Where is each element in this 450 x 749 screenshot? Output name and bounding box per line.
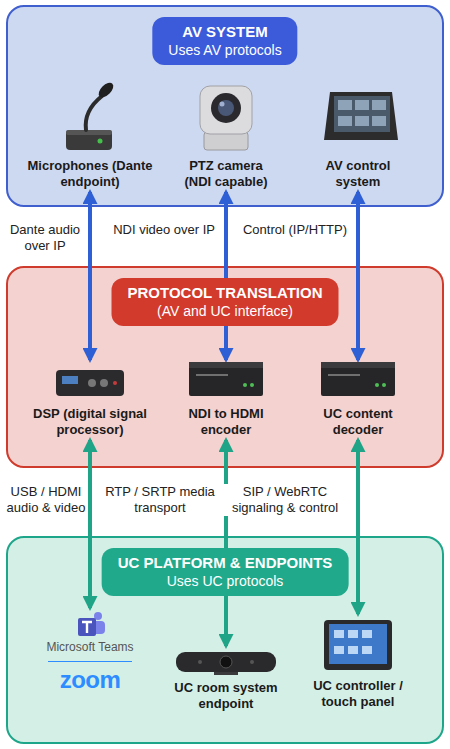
encoder-box-icon xyxy=(189,362,263,396)
connector-arrow xyxy=(224,192,228,360)
device-node: Microsoft Teams zoom xyxy=(30,610,150,694)
device-label: PTZ camera (NDI capable) xyxy=(174,158,278,190)
device-label: Microphones (Dante endpoint) xyxy=(24,158,156,190)
layer-band: AV SYSTEMUses AV protocolsMicrophones (D… xyxy=(6,5,444,207)
device-node: UC room system endpoint xyxy=(167,648,285,712)
device-node: UC controller / touch panel xyxy=(301,616,415,710)
device-node: NDI to HDMI encoder xyxy=(174,362,278,438)
connector-label: NDI video over IP xyxy=(111,222,217,238)
device-node: UC content decoder xyxy=(306,362,410,438)
camera-bar-icon xyxy=(176,652,276,675)
connector-arrow xyxy=(224,440,228,646)
connector-arrow xyxy=(356,192,360,360)
device-label: Microsoft Teams xyxy=(30,640,150,655)
layer-title: UC PLATFORM & ENDPOINTS xyxy=(118,553,333,572)
device-label: DSP (digital signal processor) xyxy=(17,406,163,438)
ptz-camera-icon xyxy=(200,86,252,150)
device-node: PTZ camera (NDI capable) xyxy=(174,76,278,190)
device-label: UC content decoder xyxy=(306,406,410,438)
layer-title: PROTOCOL TRANSLATION xyxy=(128,283,323,302)
connector-arrow xyxy=(88,192,92,360)
teams-logo-icon xyxy=(78,612,105,636)
connector-label: Dante audio over IP xyxy=(4,222,86,254)
layer-title: AV SYSTEM xyxy=(168,22,281,41)
microphone-icon xyxy=(66,80,116,150)
layer-subtitle: (AV and UC interface) xyxy=(128,302,323,320)
device-label: zoom xyxy=(48,661,132,694)
device-label: AV control system xyxy=(306,158,410,190)
connector-label: RTP / SRTP media transport xyxy=(103,484,217,516)
layer-subtitle: Uses AV protocols xyxy=(168,41,281,59)
layer-subtitle: Uses UC protocols xyxy=(118,572,333,590)
decoder-box-icon xyxy=(321,362,395,396)
layer-heading-pill: UC PLATFORM & ENDPOINTSUses UC protocols xyxy=(102,548,349,596)
device-node: Microphones (Dante endpoint) xyxy=(24,76,156,190)
device-label: NDI to HDMI encoder xyxy=(174,406,278,438)
connector-label: Control (IP/HTTP) xyxy=(241,222,349,238)
layer-band: PROTOCOL TRANSLATION(AV and UC interface… xyxy=(6,266,444,468)
device-node: AV control system xyxy=(306,76,410,190)
connector-label: SIP / WebRTC signaling & control xyxy=(221,484,349,516)
device-label: UC controller / touch panel xyxy=(301,678,415,710)
connector-label: USB / HDMI audio & video xyxy=(4,484,88,516)
connector-arrow xyxy=(88,440,92,608)
layer-heading-pill: PROTOCOL TRANSLATION(AV and UC interface… xyxy=(112,278,339,326)
connector-arrow xyxy=(356,440,360,614)
device-label: UC room system endpoint xyxy=(167,680,285,712)
controller-tablet-icon xyxy=(324,620,392,670)
dsp-unit-icon xyxy=(56,370,124,396)
touch-panel-icon xyxy=(324,92,398,140)
device-node: DSP (digital signal processor) xyxy=(17,362,163,438)
layer-heading-pill: AV SYSTEMUses AV protocols xyxy=(152,17,297,65)
